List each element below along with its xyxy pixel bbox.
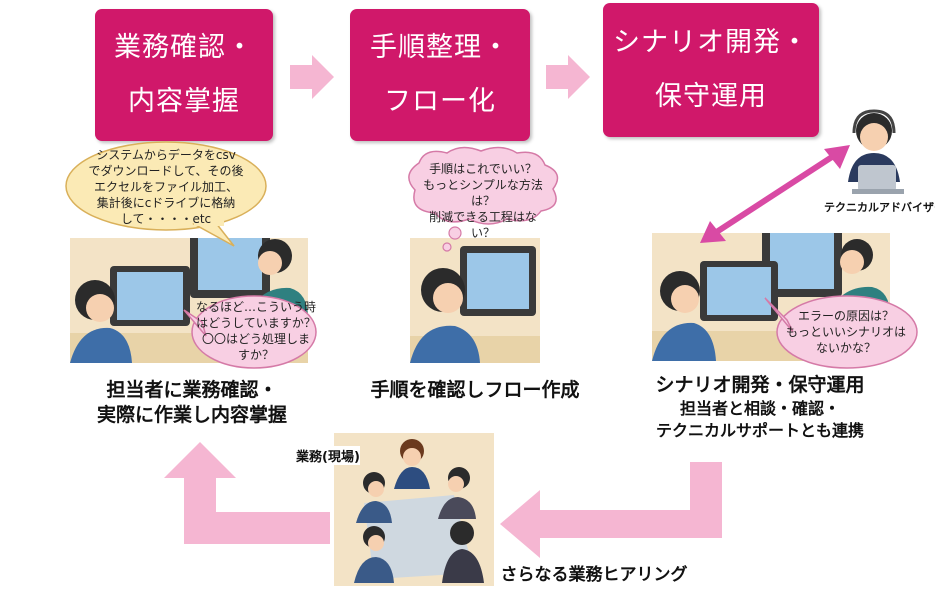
speech-bubble-csv [65,141,267,247]
bubble-error-text: エラーの原因は？ もっといいシナリオは ないかな？ [786,309,907,355]
right-arrow-icon [290,55,334,99]
double-arrow-icon [700,145,850,243]
bubble-question-text: なるほど…こういう時 はどうしていますか？ 〇〇はどう処理しま すか？ [195,300,316,362]
speech-bubble-question [183,295,317,369]
right-arrow-icon [546,55,590,99]
thought-bubble-text: 手順はこれでいい？ もっとシンプルな方法は？ 削減できる工程はない？ [423,162,543,240]
worker-scene-icon [410,238,540,363]
illustration-meeting [334,433,494,586]
thought-bubble [408,146,559,252]
meeting-scene-icon [334,433,494,586]
step-box-2: 手順整理・ フロー化 [350,9,530,141]
speech-bubble-error [764,295,918,369]
advisor-label: テクニカルアドバイザー [824,201,935,214]
step-box-3: シナリオ開発・ 保守運用 [603,3,819,137]
caption-step-1: 担当者に業務確認・ 実際に作業し内容掌握 [96,379,287,426]
step-3-line-2: 保守運用 [655,81,767,112]
illustration-worker [410,238,540,363]
feedback-arrow-left [164,442,330,544]
step-2-line-1: 手順整理・ [370,32,510,63]
advisor-headset-icon [848,109,904,194]
step-1-line-1: 業務確認・ [114,32,254,63]
caption-step-3: シナリオ開発・保守運用 担当者と相談・確認・ テクニカルサポートとも連携 [655,374,865,440]
caption-step-2: 手順を確認しフロー作成 [370,379,580,401]
bubble-csv-text: システムからデータをcsv でダウンロードして、その後 エクセルをファイル加工、… [88,148,244,226]
step-3-line-1: シナリオ開発・ [613,27,809,58]
step-2-line-2: フロー化 [384,86,496,117]
field-label: 業務(現場) [296,446,360,465]
step-1-line-2: 内容掌握 [128,86,240,117]
caption-hearing: さらなる業務ヒアリング [500,565,688,585]
feedback-arrow-right [500,462,722,558]
step-box-1: 業務確認・ 内容掌握 [95,9,273,141]
